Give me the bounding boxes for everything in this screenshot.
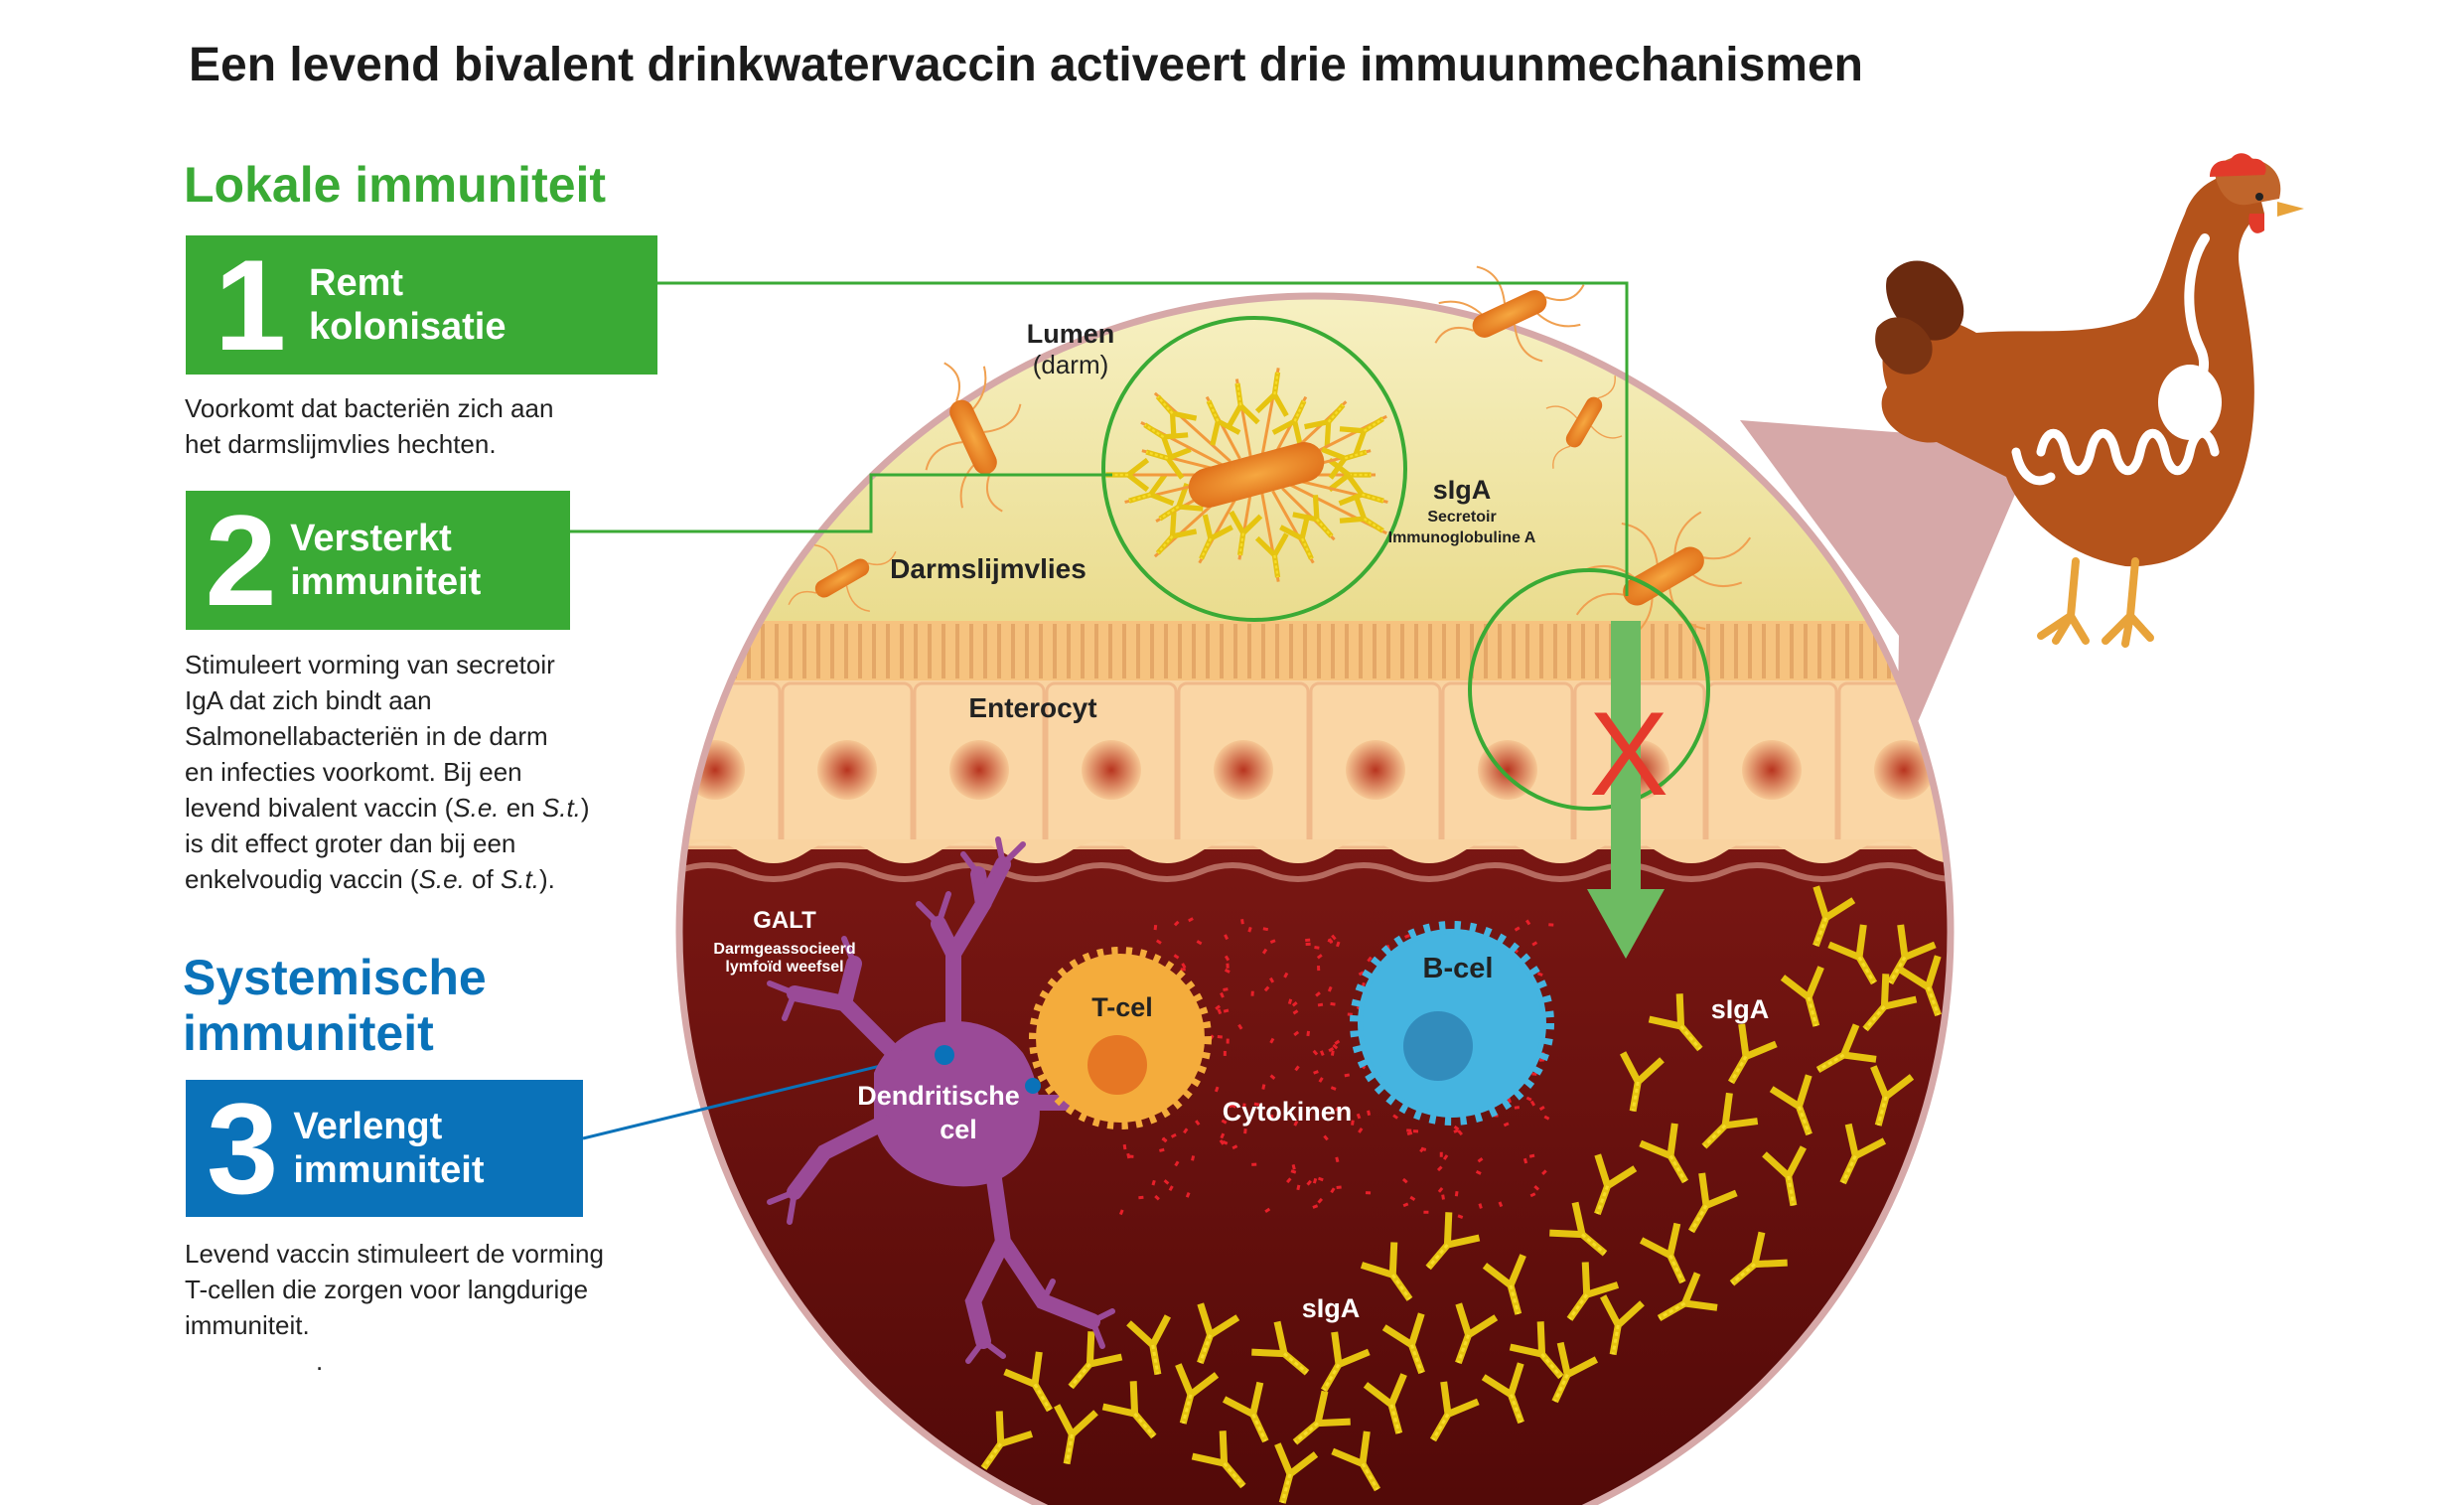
- cell-nucleus: [1874, 740, 1934, 800]
- bacterium: [788, 543, 897, 613]
- siga-bottom-label: sIgA: [1302, 1293, 1361, 1323]
- hen-illustration: [1875, 153, 2304, 648]
- item3-desc-dot: .: [316, 1346, 324, 1376]
- block-x-mark: X: [1589, 687, 1668, 821]
- siga-coated-bacterium: [1101, 316, 1407, 622]
- local-immunity-heading: Lokale immuniteit: [184, 157, 607, 213]
- connector-line-1: [657, 281, 1629, 596]
- lumen-label: Lumen: [1027, 319, 1115, 349]
- systemic-immunity-heading: Systemische immuniteit: [183, 950, 487, 1061]
- bacterium: [1188, 442, 1325, 508]
- galt-sublabel: lymfoïd weefsel: [725, 959, 843, 976]
- systemic-heading-line2: immuniteit: [183, 1005, 434, 1061]
- siga-mid-label: sIgA: [1711, 994, 1770, 1024]
- item2-number: 2: [205, 488, 277, 633]
- item3-desc-line: T-cellen die zorgen voor langdurige: [185, 1275, 589, 1304]
- item2-desc-line: Stimuleert vorming van secretoir: [185, 650, 555, 679]
- bacterium: [925, 362, 1022, 513]
- siga-top-sublabel: Secretoir: [1427, 509, 1496, 526]
- item2-desc-line: en infecties voorkomt. Bij een: [185, 757, 522, 787]
- item1-desc-line: het darmslijmvlies hechten.: [185, 429, 497, 459]
- item2-desc-line: enkelvoudig vaccin (S.e. of S.t.).: [185, 864, 555, 894]
- item1-label-line1: Remt: [309, 262, 404, 304]
- microvilli: [679, 621, 1951, 680]
- galt-label: GALT: [753, 907, 816, 934]
- enterocyte-label: Enterocyt: [968, 692, 1096, 723]
- item3-description: Levend vaccin stimuleert de vorming T-ce…: [185, 1236, 701, 1379]
- dendritic-cell-label: Dendritische: [857, 1081, 1020, 1111]
- cell-nucleus: [1214, 740, 1273, 800]
- b-cell: [1350, 921, 1554, 1126]
- magnifier-cone: [1740, 420, 2037, 771]
- cell-nucleus: [1346, 740, 1405, 800]
- item2-label-line1: Versterkt: [290, 518, 452, 559]
- down-arrow-icon: [1587, 621, 1665, 959]
- bacterium: [1545, 376, 1623, 469]
- item3-number: 3: [207, 1076, 279, 1221]
- enterocyte-cell: [1971, 683, 2101, 847]
- galt-sublabel: Darmgeassocieerd: [713, 941, 855, 958]
- item1-number: 1: [214, 232, 287, 377]
- mucosa-label: Darmslijmvlies: [890, 553, 1087, 584]
- cytokines-label: Cytokinen: [1223, 1097, 1353, 1127]
- t-cell: [1029, 947, 1212, 1129]
- item2-label-line2: immuniteit: [290, 561, 482, 603]
- zoom-circle-siga: [1101, 316, 1407, 622]
- item1-label-line2: kolonisatie: [309, 306, 507, 348]
- item3-desc-line: Levend vaccin stimuleert de vorming: [185, 1239, 604, 1269]
- item2-description: Stimuleert vorming van secretoir IgA dat…: [185, 647, 661, 897]
- b-cell-label: B-cel: [1423, 953, 1494, 984]
- item1-box: 1 Remt kolonisatie: [186, 235, 657, 375]
- cell-nucleus: [1742, 740, 1802, 800]
- lumen-sublabel: (darm): [1033, 350, 1109, 379]
- item2-desc-line: IgA dat zich bindt aan: [185, 685, 432, 715]
- cell-nucleus: [949, 740, 1009, 800]
- item3-label-line2: immuniteit: [293, 1149, 485, 1191]
- cell-nucleus: [1082, 740, 1141, 800]
- cell-nucleus: [1478, 740, 1537, 800]
- bacteria-group: [788, 265, 1752, 642]
- item2-desc-line: is dit effect groter dan bij een: [185, 828, 516, 858]
- connector-line-2: [570, 473, 1112, 533]
- t-cell-label: T-cel: [1091, 992, 1153, 1022]
- systemic-heading-line1: Systemische: [183, 950, 487, 1005]
- siga-top-label: sIgA: [1433, 475, 1492, 505]
- dendritic-cell-label: cel: [940, 1115, 977, 1144]
- item2-box: 2 Versterkt immuniteit: [186, 491, 570, 630]
- cell-nucleus: [817, 740, 877, 800]
- item1-description: Voorkomt dat bacteriën zich aan het darm…: [185, 390, 661, 462]
- item2-desc-line: levend bivalent vaccin (S.e. en S.t.): [185, 793, 590, 823]
- item3-label-line1: Verlengt: [293, 1106, 443, 1147]
- item2-desc-line: Salmonellabacteriën in de darm: [185, 721, 548, 751]
- magnifier-circle: [675, 292, 1955, 1505]
- zoom-circle-blocked: [1468, 568, 1710, 811]
- item3-desc-line: immuniteit.: [185, 1310, 310, 1340]
- bacterium: [1434, 265, 1585, 363]
- cell-nucleus: [2006, 740, 2066, 800]
- dendritic-cell: [767, 836, 1115, 1364]
- item3-box: 3 Verlengt immuniteit: [186, 1080, 583, 1217]
- diagram-labels: Lumen (darm) sIgA Secretoir Immunoglobul…: [713, 319, 1769, 1323]
- page-title: Een levend bivalent drinkwatervaccin act…: [189, 39, 1863, 91]
- item1-desc-line: Voorkomt dat bacteriën zich aan: [185, 393, 554, 423]
- siga-top-sublabel: Immunoglobuline A: [1388, 529, 1536, 546]
